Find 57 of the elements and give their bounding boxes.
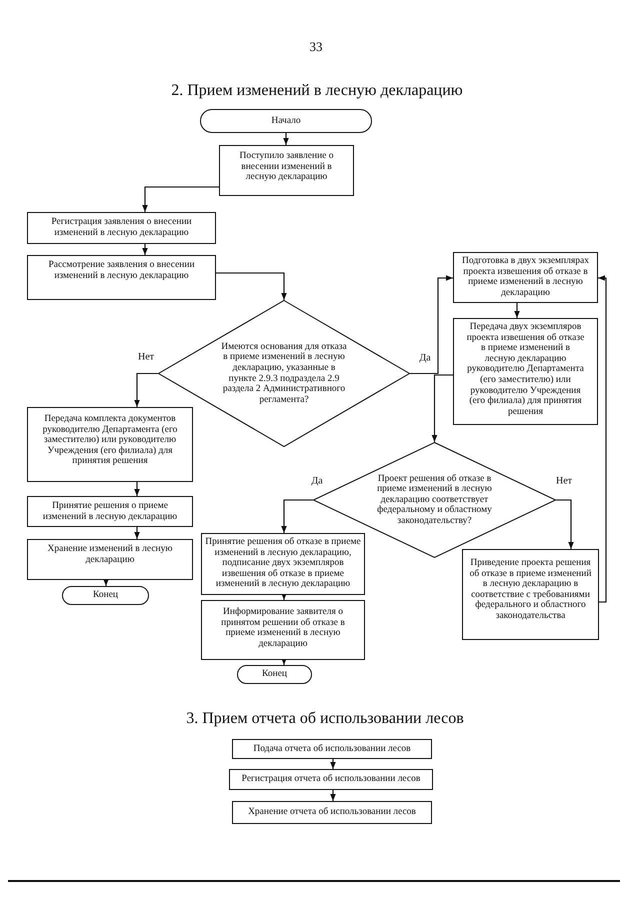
flow-arrow <box>556 499 574 549</box>
process-box <box>27 407 193 482</box>
process-box <box>27 539 193 580</box>
step-text: Подготовка в двух экземплярах проекта извешения об отказе в приеме изменений в лесную декларацию <box>461 256 590 298</box>
step-text: Хранение отчета об использовании лесов <box>248 807 416 818</box>
flow-arrow <box>330 759 336 769</box>
section-title: 2. Прием изменений в лесную декларацию <box>171 82 463 100</box>
step-text: Подача отчета об использовании лесов <box>253 744 411 754</box>
step-text: Регистрация заявления о внесении изменений в лесную декларацию <box>50 217 193 238</box>
process-box <box>232 801 432 824</box>
process-box <box>232 739 432 759</box>
flow-arrow <box>432 374 453 442</box>
section-title: 3. Прием отчета об использовании лесов <box>186 710 464 728</box>
process-box <box>27 212 216 244</box>
step-text: Хранение изменений в лесную декларацию <box>46 544 174 566</box>
process-box <box>219 145 354 196</box>
edge-label: Да <box>418 352 432 364</box>
process-box <box>27 255 216 300</box>
flow-arrow <box>216 272 287 300</box>
process-box <box>462 549 599 640</box>
flow-arrow <box>281 499 313 533</box>
edge-label: Нет <box>554 476 574 486</box>
process-box <box>27 496 193 527</box>
process-box <box>453 252 598 303</box>
process-box <box>453 318 598 425</box>
step-text: Принятие решения о приеме изменений в лесную декларацию <box>42 500 178 522</box>
terminal-text: Конец <box>93 590 118 601</box>
step-text: Информирование заявителя о принятом решении об отказе в приеме изменений в лесную декларацию <box>220 607 346 650</box>
process-box <box>201 600 365 660</box>
step-text: Передача комплекта документов руководителю Департамента (его заместителю) или руководителю Учреждения (его филиала) для принятия решения <box>42 414 178 467</box>
edge-label: Да <box>310 476 324 486</box>
flow-arrow <box>283 133 289 145</box>
step-text: Приведение проекта решения об отказе в приеме изменений в лесную декларацию в соответствие с требованиями федерального и областного законодательства <box>468 558 592 622</box>
flow-arrow <box>142 244 148 255</box>
step-text: Передача двух экземпляров проекта извешения об отказе в приеме изменений в лесную декларацию руководителю Департамента (его заместителю) или руководителю Учреждения (его филиала) для принятия решения <box>466 322 586 418</box>
terminal-text: Начало <box>271 116 301 126</box>
flow-arrow <box>514 303 520 318</box>
flow-arrow <box>281 658 287 665</box>
edge-label: Нет <box>136 352 156 362</box>
flow-arrow <box>134 527 140 539</box>
step-text: Рассмотрение заявления о внесении изменений в лесную декларацию <box>47 260 196 282</box>
process-box <box>229 769 433 790</box>
flow-arrow <box>330 790 336 801</box>
step-text: Регистрация отчета об использовании лесов <box>242 774 420 785</box>
flow-arrow <box>103 579 109 586</box>
question-text: Проект решения об отказе в приеме изменений в лесную декларацию соответствует федеральному и областному законодательству? <box>376 474 493 526</box>
step-text: Поступило заявление о внесении изменений в лесную декларацию <box>238 151 335 183</box>
question-text: Имеются основания для отказа в приеме изменений в лесную декларацию, указанные в пункте 2.9.3 подраздела 2.9 раздела 2 Административного регламента? <box>220 342 348 406</box>
flow-arrow <box>281 593 287 600</box>
page-number: 33 <box>310 39 322 55</box>
flow-arrow <box>134 372 158 407</box>
flow-arrow <box>142 186 219 212</box>
flow-arrow <box>134 482 140 496</box>
flow-arrow <box>598 275 607 603</box>
flow-arrow <box>410 275 453 374</box>
terminal-text: Конец <box>262 669 287 680</box>
step-text: Принятие решения об отказе в приеме изменений в лесную декларацию, подписание двух экземпляров извешения об отказе в приеме изменений в лесную декларацию <box>204 537 362 590</box>
